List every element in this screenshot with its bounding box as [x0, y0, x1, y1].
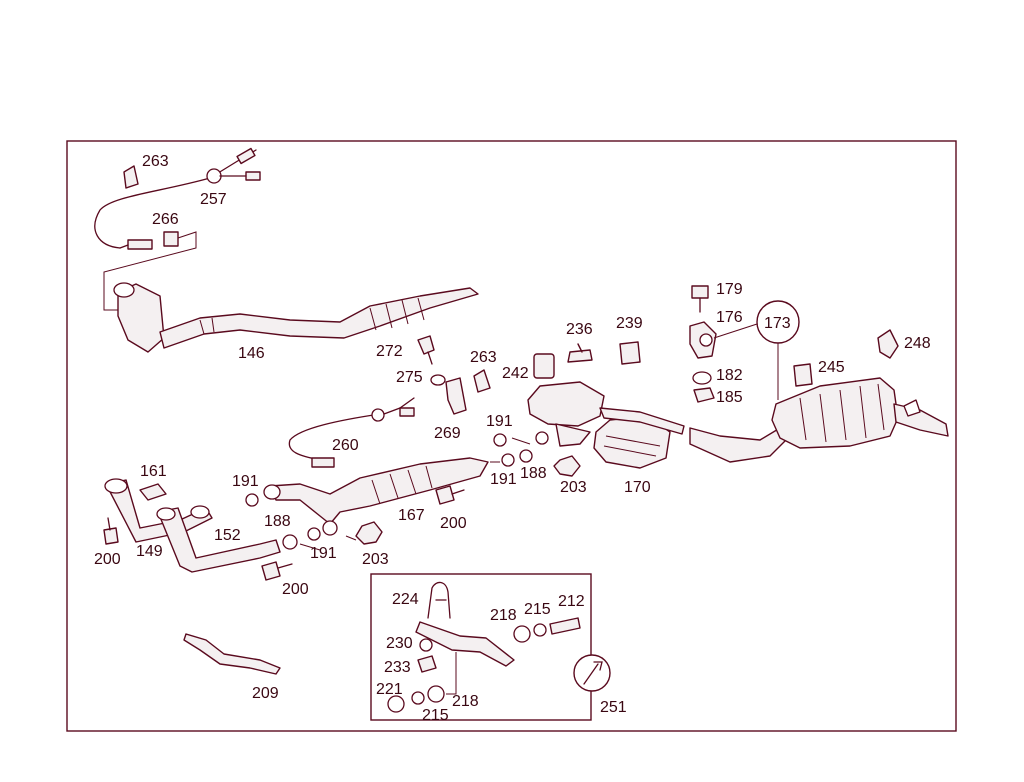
label-152: 152: [214, 527, 241, 544]
hanger-242[interactable]: [533, 353, 555, 379]
label-218: 218: [452, 693, 479, 710]
label-275: 275: [396, 369, 423, 386]
front-muffler-170[interactable]: [527, 381, 685, 469]
mount-245[interactable]: [793, 363, 813, 387]
clamp-bracket-218[interactable]: [415, 621, 515, 667]
nut-218-lower[interactable]: [427, 685, 445, 703]
bolt-200-left[interactable]: [103, 517, 119, 545]
label-203: 203: [560, 479, 587, 496]
label-146: 146: [238, 345, 265, 362]
rear-muffler-173[interactable]: [689, 377, 949, 463]
label-179: 179: [716, 281, 743, 298]
washer-275[interactable]: [430, 374, 446, 386]
bracket-209[interactable]: [183, 633, 281, 675]
label-188: 188: [520, 465, 547, 482]
label-272: 272: [376, 343, 403, 360]
oxygen-sensor-upper[interactable]: [94, 147, 261, 311]
label-176: 176: [716, 309, 743, 326]
label-215: 215: [524, 601, 551, 618]
label-242: 242: [502, 365, 529, 382]
mount-236[interactable]: [567, 343, 593, 363]
label-260: 260: [332, 437, 359, 454]
diagram-frame: [66, 140, 957, 732]
label-251: 251: [600, 699, 627, 716]
washer-215-lower[interactable]: [411, 691, 425, 705]
exhaust-pipe-152[interactable]: [156, 507, 281, 573]
label-170: 170: [624, 479, 651, 496]
label-200: 200: [282, 581, 309, 598]
clip-263-upper[interactable]: [123, 165, 139, 189]
label-185: 185: [716, 389, 743, 406]
bracket-269[interactable]: [445, 377, 467, 415]
label-245: 245: [818, 359, 845, 376]
wrench-icon: [583, 661, 603, 685]
sensor-272[interactable]: [417, 335, 435, 365]
leader-173: [713, 323, 779, 400]
label-173: 173: [764, 315, 791, 332]
label-218: 218: [490, 607, 517, 624]
label-233: 233: [384, 659, 411, 676]
label-221: 221: [376, 681, 403, 698]
label-203: 203: [362, 551, 389, 568]
label-239: 239: [616, 315, 643, 332]
washer-182[interactable]: [692, 371, 712, 385]
label-269: 269: [434, 425, 461, 442]
bolt-179[interactable]: [691, 285, 709, 313]
label-215: 215: [422, 707, 449, 724]
inset-box-clamp: [370, 573, 592, 721]
label-191: 191: [232, 473, 259, 490]
nut-221[interactable]: [387, 695, 405, 713]
label-182: 182: [716, 367, 743, 384]
label-236: 236: [566, 321, 593, 338]
label-200: 200: [94, 551, 121, 568]
bolt-212-set[interactable]: [513, 617, 581, 643]
exhaust-pipe-149[interactable]: [104, 478, 213, 543]
label-266: 266: [152, 211, 179, 228]
gasket-161[interactable]: [139, 483, 167, 501]
hanger-248[interactable]: [877, 329, 899, 359]
label-188: 188: [264, 513, 291, 530]
mount-239[interactable]: [619, 341, 641, 365]
bolt-200-mid[interactable]: [435, 485, 465, 505]
label-230: 230: [386, 635, 413, 652]
label-161: 161: [140, 463, 167, 480]
center-catalyst-167[interactable]: [263, 457, 489, 525]
front-pipe-146[interactable]: [113, 282, 479, 353]
bolt-200-lower[interactable]: [261, 561, 293, 581]
nut-185[interactable]: [693, 387, 715, 403]
label-191: 191: [486, 413, 513, 430]
oxygen-sensor-lower[interactable]: [288, 397, 415, 468]
clip-263-lower[interactable]: [473, 369, 491, 393]
hardware-191-188-203-left[interactable]: [245, 493, 383, 551]
label-212: 212: [558, 593, 585, 610]
label-248: 248: [904, 335, 931, 352]
label-263: 263: [470, 349, 497, 366]
hardware-191-188-203-right[interactable]: [490, 431, 581, 477]
ring-230[interactable]: [419, 638, 433, 652]
label-200: 200: [440, 515, 467, 532]
bracket-176[interactable]: [689, 321, 717, 359]
label-263: 263: [142, 153, 169, 170]
label-191: 191: [310, 545, 337, 562]
leader-218-lower: [446, 652, 457, 695]
label-209: 209: [252, 685, 279, 702]
label-149: 149: [136, 543, 163, 560]
u-bolt-224[interactable]: [427, 581, 451, 619]
label-167: 167: [398, 507, 425, 524]
label-224: 224: [392, 591, 419, 608]
nut-233[interactable]: [417, 655, 437, 673]
label-257: 257: [200, 191, 227, 208]
label-191: 191: [490, 471, 517, 488]
